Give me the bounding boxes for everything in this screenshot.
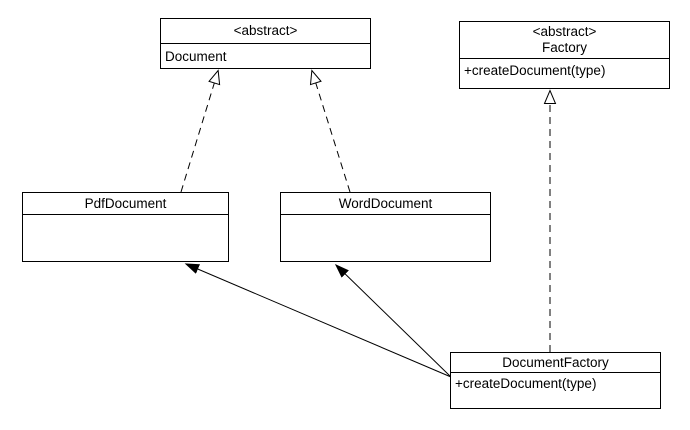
factory-class-name: Factory [541,40,587,55]
class-box-pdfdocument: PdfDocument [22,192,229,262]
pdfdocument-empty-compartment [23,214,228,261]
dependency-arrow-documentfactory-to-pdfdocument [186,264,452,378]
worddocument-class-name: WordDocument [338,196,433,211]
realization-arrow-pdfdocument-to-document [180,69,221,193]
factory-header: <abstract> Factory [460,22,669,58]
realization-arrow-worddocument-to-document [309,69,351,193]
pdfdocument-class-name: PdfDocument [84,196,167,211]
documentfactory-method-label: +createDocument(type) [451,372,660,408]
document-stereotype-label: <abstract> [233,23,298,38]
documentfactory-class-name: DocumentFactory [502,355,609,370]
document-class-name: Document [161,43,370,68]
class-box-documentfactory: DocumentFactory +createDocument(type) [450,352,661,409]
class-box-factory: <abstract> Factory +createDocument(type) [459,21,670,89]
worddocument-empty-compartment [281,214,490,261]
factory-stereotype-label: <abstract> [532,24,597,39]
factory-method-label: +createDocument(type) [460,58,669,87]
class-box-worddocument: WordDocument [280,192,491,262]
dependency-arrow-documentfactory-to-worddocument [336,265,452,378]
class-box-document: <abstract> Document [160,18,371,69]
